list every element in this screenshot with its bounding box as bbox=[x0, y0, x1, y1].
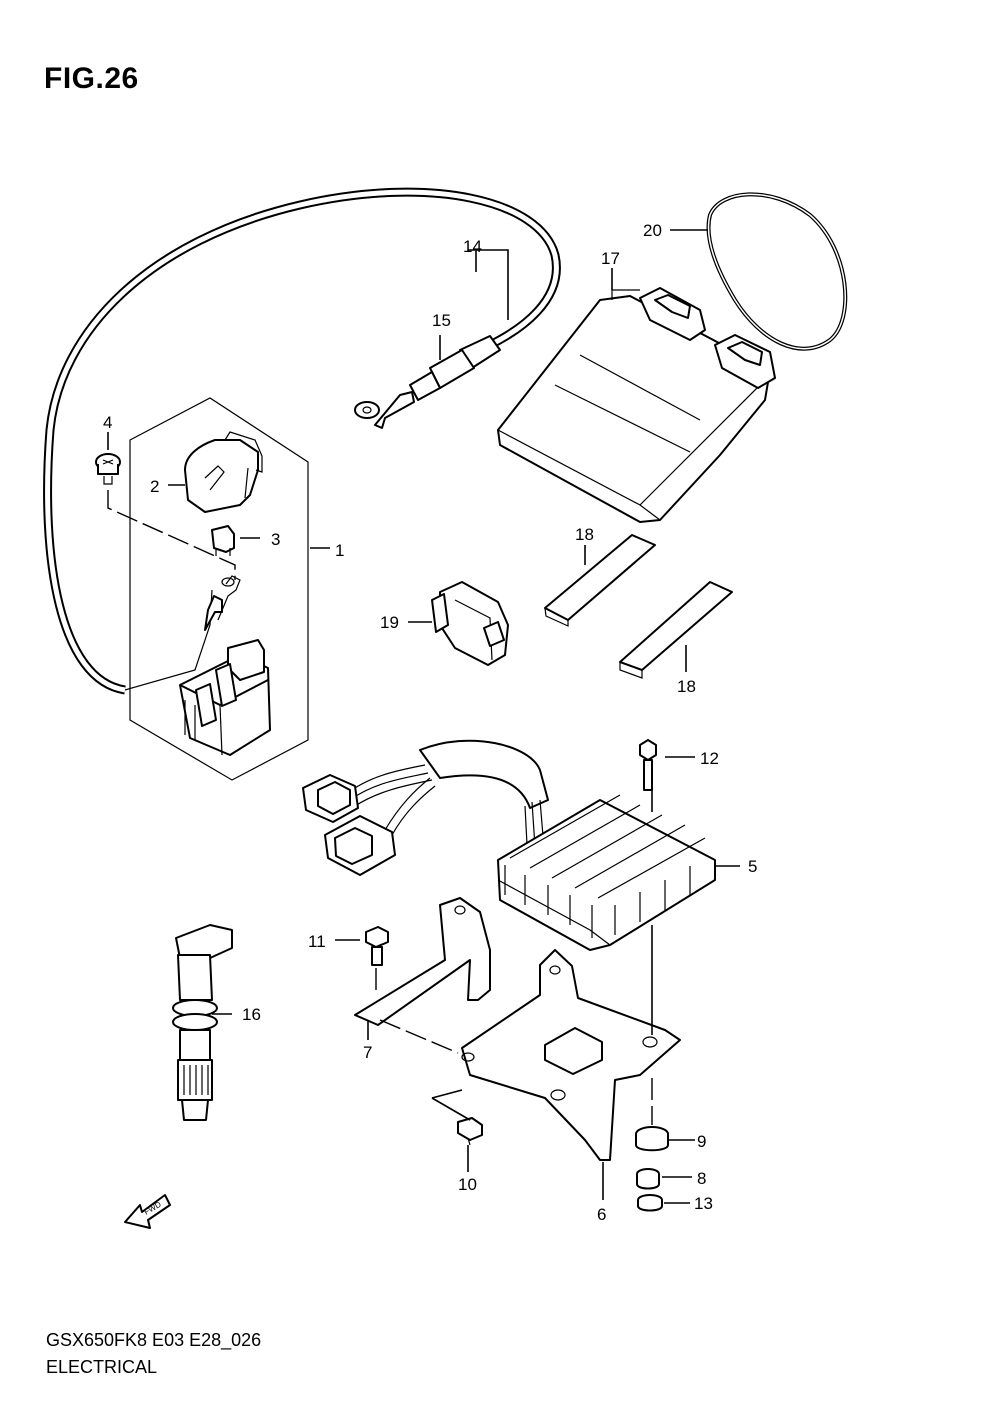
starter-relay-icon bbox=[179, 575, 271, 756]
footer-name: ELECTRICAL bbox=[46, 1357, 158, 1377]
callout-10: 10 bbox=[458, 1175, 477, 1194]
callout-14: 14 bbox=[463, 237, 482, 256]
callout-18b: 18 bbox=[677, 677, 696, 696]
bolt-icon bbox=[365, 926, 389, 966]
callout-3: 3 bbox=[271, 530, 280, 549]
callout-2: 2 bbox=[150, 477, 159, 496]
footer-code: GSX650FK8 E03 E28_026 bbox=[46, 1330, 262, 1350]
ignition-coil-icon bbox=[172, 924, 233, 1121]
callout-20: 20 bbox=[643, 221, 662, 240]
cushion-pad-icon bbox=[619, 581, 733, 679]
callout-5: 5 bbox=[748, 857, 757, 876]
callout-8: 8 bbox=[697, 1169, 706, 1188]
callout-6: 6 bbox=[597, 1205, 606, 1224]
ecm-icon bbox=[497, 287, 776, 523]
callout-18a: 18 bbox=[575, 525, 594, 544]
callout-7: 7 bbox=[363, 1043, 372, 1062]
callout-1: 1 bbox=[335, 541, 344, 560]
cushion-pad-icon bbox=[544, 534, 656, 627]
callout-11: 11 bbox=[308, 932, 326, 951]
collar-icon bbox=[636, 1168, 660, 1190]
callout-15: 15 bbox=[432, 311, 451, 330]
callout-13: 13 bbox=[694, 1194, 713, 1213]
callout-16: 16 bbox=[242, 1005, 261, 1024]
bracket-icon bbox=[354, 897, 491, 1026]
screw-icon bbox=[95, 453, 121, 485]
bracket-icon bbox=[461, 949, 681, 1161]
relay-cover-icon bbox=[184, 431, 263, 513]
callout-19: 19 bbox=[380, 613, 399, 632]
starter-relay-assembly-icon bbox=[95, 397, 309, 781]
cushion-icon bbox=[635, 1126, 669, 1152]
relay-icon bbox=[431, 581, 509, 666]
callout-12: 12 bbox=[700, 749, 719, 768]
callout-4: 4 bbox=[103, 413, 112, 432]
regulator-rectifier-icon bbox=[302, 739, 716, 951]
bolt-icon bbox=[639, 739, 657, 791]
fwd-arrow-icon: FWD bbox=[124, 1194, 171, 1229]
nut-icon bbox=[637, 1194, 663, 1212]
callout-17: 17 bbox=[601, 249, 620, 268]
figure-title: FIG.26 bbox=[44, 62, 139, 95]
fuse-icon bbox=[211, 525, 235, 556]
bolt-icon bbox=[457, 1117, 483, 1146]
lead-wire-icon bbox=[43, 187, 561, 695]
callout-9: 9 bbox=[697, 1132, 706, 1151]
band-icon bbox=[706, 192, 848, 351]
